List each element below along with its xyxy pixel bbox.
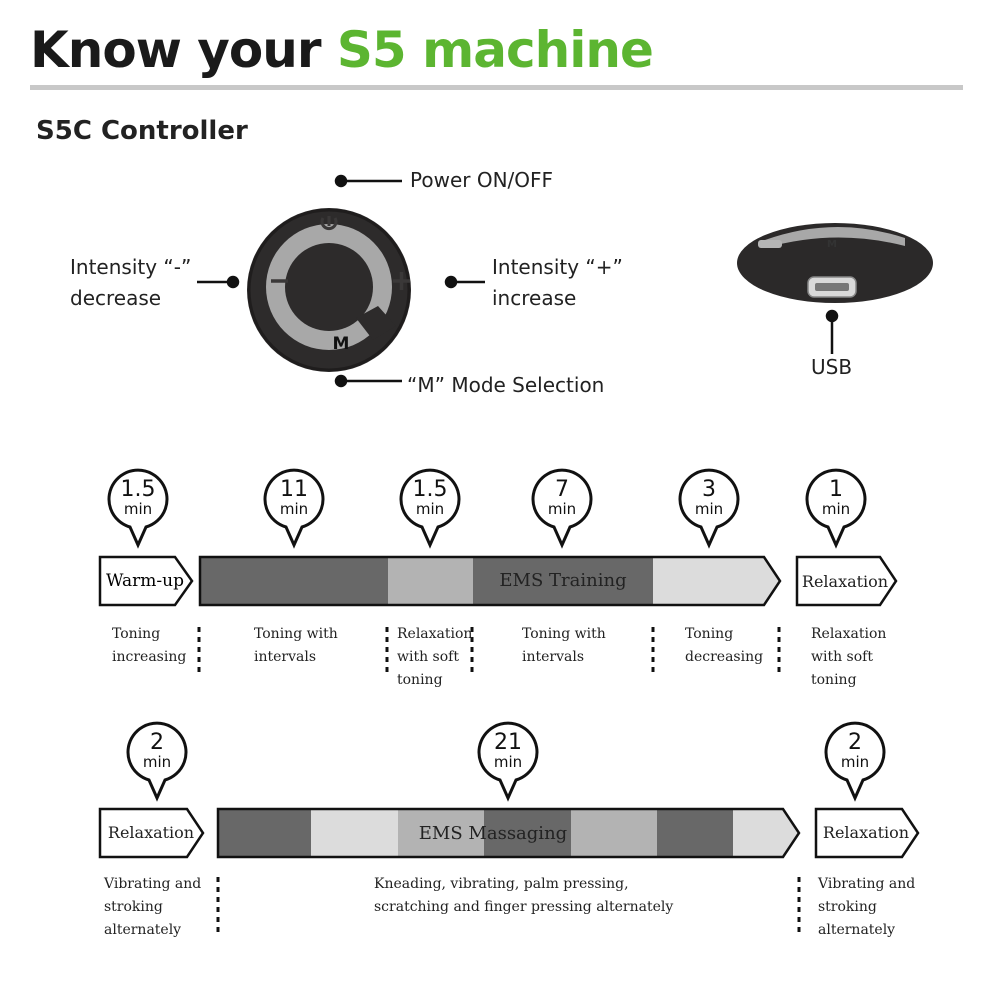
callout-minus-line2: decrease [70, 286, 162, 310]
duration-bubble: 11 min [263, 468, 325, 549]
program2-bubbles: 2 min 21 min 2 min [126, 721, 886, 802]
bar-segment [653, 557, 780, 605]
svg-text:Relaxation: Relaxation [108, 823, 194, 842]
callout-power: Power ON/OFF [410, 168, 554, 192]
svg-text:Relaxation: Relaxation [823, 823, 909, 842]
duration-bubble: 3 min [678, 468, 740, 549]
title-highlight: S5 machine [336, 21, 654, 79]
svg-text:min: min [841, 753, 869, 771]
m-letter-icon[interactable]: M [333, 334, 350, 354]
bar-segment [484, 809, 571, 857]
section-title: S5C Controller [36, 116, 248, 146]
bar-segment [733, 809, 799, 857]
phase-description: Kneading, vibrating, palm pressing,scrat… [374, 876, 674, 915]
svg-text:EMS Training: EMS Training [499, 570, 626, 591]
callout-plus-line2: increase [492, 286, 577, 310]
callout-usb: USB [811, 355, 853, 379]
duration-bubble: 1 min [805, 468, 867, 549]
program1-bubbles: 1.5 min 11 min 1.5 min 7 min 3 min 1 min [107, 468, 867, 549]
title-divider [30, 85, 963, 90]
svg-text:min: min [494, 753, 522, 771]
svg-text:min: min [124, 500, 152, 518]
svg-text:1.5: 1.5 [413, 477, 448, 502]
svg-text:1: 1 [829, 477, 843, 502]
svg-text:1.5: 1.5 [121, 477, 156, 502]
callout-plus-line1: Intensity “+” [492, 255, 623, 279]
callout-lines [197, 174, 839, 388]
phase-ems-training: EMS Training [198, 555, 782, 607]
power-icon[interactable] [320, 216, 338, 231]
title-prefix: Know your [30, 21, 321, 79]
phase-dividers [197, 627, 781, 677]
phase-ems-massaging: EMS Massaging [216, 807, 801, 859]
svg-text:min: min [695, 500, 723, 518]
svg-text:3: 3 [702, 477, 716, 502]
bar-segment [200, 557, 388, 605]
svg-text:min: min [416, 500, 444, 518]
bar-segment [473, 557, 653, 605]
bar-segment [218, 809, 311, 857]
svg-text:7: 7 [555, 477, 569, 502]
bar-segment [388, 557, 473, 605]
controller-diagram: M M [197, 174, 933, 388]
bar-segment [311, 809, 398, 857]
callout-minus-line1: Intensity “-” [70, 255, 192, 279]
svg-text:min: min [822, 500, 850, 518]
phase-warm-up: Warm-up [98, 555, 194, 607]
svg-text:21: 21 [494, 730, 522, 755]
svg-text:2: 2 [848, 730, 862, 755]
phase-relaxation-end: Relaxation [814, 807, 920, 859]
controller-front-view: M [247, 208, 411, 372]
duration-bubble: 2 min [824, 721, 886, 802]
svg-text:2: 2 [150, 730, 164, 755]
svg-text:min: min [143, 753, 171, 771]
duration-bubble: 1.5 min [399, 468, 461, 549]
bar-segment [398, 809, 484, 857]
phase-relaxation: Relaxation [795, 555, 898, 607]
plus-icon[interactable] [393, 272, 410, 290]
program1-timeline: 1.5 min 11 min 1.5 min 7 min 3 min 1 min [98, 468, 898, 677]
bar-segment [657, 809, 733, 857]
phase-relaxation-start: Relaxation [98, 807, 205, 859]
duration-bubble: 7 min [531, 468, 593, 549]
duration-bubble: 1.5 min [107, 468, 169, 549]
duration-bubble: 2 min [126, 721, 188, 802]
svg-text:min: min [280, 500, 308, 518]
svg-text:EMS Massaging: EMS Massaging [419, 823, 567, 844]
svg-text:min: min [548, 500, 576, 518]
duration-bubble: 21 min [477, 721, 539, 802]
bar-segment [571, 809, 657, 857]
callout-mode: “M” Mode Selection [407, 373, 605, 397]
svg-text:Warm-up: Warm-up [106, 571, 184, 591]
controller-side-view: M [737, 223, 933, 303]
svg-text:M: M [827, 239, 837, 250]
program2-timeline: 2 min 21 min 2 min Relaxation EMS Massag… [98, 721, 920, 933]
svg-text:Relaxation: Relaxation [802, 572, 888, 591]
svg-text:11: 11 [280, 477, 308, 502]
callout-minus: Intensity “-” decrease [70, 252, 191, 314]
page-title: Know your S5 machine [30, 18, 654, 82]
callout-plus: Intensity “+” increase [492, 252, 623, 314]
